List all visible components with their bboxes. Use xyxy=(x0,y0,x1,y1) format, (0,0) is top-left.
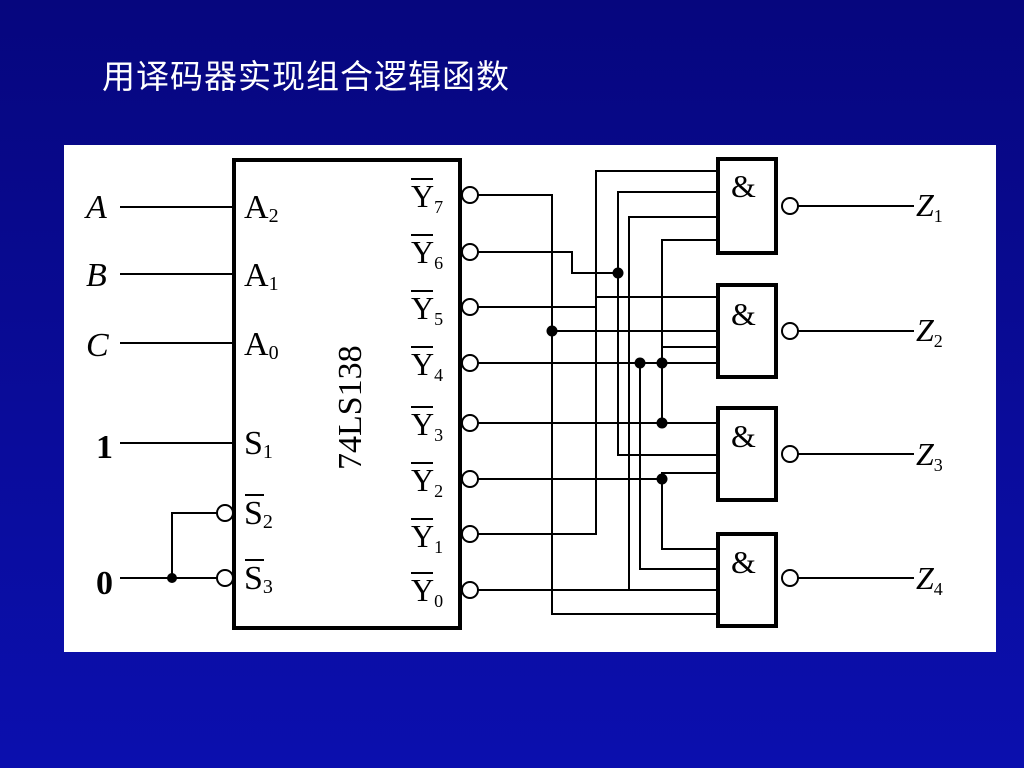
gate-4-symbol: & xyxy=(731,544,756,580)
output-pin-y2: Y2 xyxy=(411,462,443,501)
gate-2-symbol: & xyxy=(731,296,756,332)
junction-dot xyxy=(612,267,624,279)
pin-s3: S3 xyxy=(244,560,273,598)
output-label-z2: Z2 xyxy=(916,312,943,351)
wire-y1 xyxy=(478,170,718,535)
wire-y6-to-gate1 xyxy=(617,191,718,273)
input-label-c: C xyxy=(86,327,109,364)
input-label-zero: 0 xyxy=(96,565,113,602)
pin-a1: A1 xyxy=(244,257,279,295)
y1-bubble xyxy=(461,525,479,543)
output-pin-y7: Y7 xyxy=(411,178,443,217)
junction-dot xyxy=(656,473,668,485)
output-pin-y3: Y3 xyxy=(411,406,443,445)
pin-s2: S2 xyxy=(244,495,273,533)
chip-name: 74LS138 xyxy=(332,345,369,470)
gate-1-symbol: & xyxy=(731,168,756,204)
wire-y0-to-gate1 xyxy=(628,216,718,590)
y0-bubble xyxy=(461,581,479,599)
wire-y4-to-gate4 xyxy=(639,363,718,570)
input-label-a: A xyxy=(84,189,107,226)
nand-gate-1 xyxy=(716,157,778,255)
slide-title: 用译码器实现组合逻辑函数 xyxy=(102,57,510,96)
wire-zero-to-s2 xyxy=(171,512,217,578)
gate-2-output-bubble xyxy=(781,322,799,340)
junction-dot xyxy=(634,357,646,369)
input-label-b: B xyxy=(86,257,107,294)
output-pin-y4: Y4 xyxy=(411,346,443,385)
s2-inversion-bubble xyxy=(216,504,234,522)
wire-y2 xyxy=(478,478,718,550)
junction-dot xyxy=(656,417,668,429)
output-label-z3: Z3 xyxy=(916,436,943,475)
wire-y5 xyxy=(478,296,718,308)
s3-inversion-bubble xyxy=(216,569,234,587)
wire-y4-to-gate1 xyxy=(661,239,718,363)
gate-3-symbol: & xyxy=(731,418,756,454)
decoder-chip-74ls138 xyxy=(232,158,462,630)
output-label-z4: Z4 xyxy=(916,560,943,599)
y7-bubble xyxy=(461,186,479,204)
y5-bubble xyxy=(461,298,479,316)
y2-bubble xyxy=(461,470,479,488)
pin-a0: A0 xyxy=(244,326,279,364)
wire-y7 xyxy=(478,194,718,615)
input-label-one: 1 xyxy=(96,429,113,466)
output-pin-y1: Y1 xyxy=(411,518,443,557)
wire-y2-to-gate3 xyxy=(661,472,718,479)
y6-bubble xyxy=(461,243,479,261)
y3-bubble xyxy=(461,414,479,432)
wire-y3-to-gate2 xyxy=(661,346,718,423)
y4-bubble xyxy=(461,354,479,372)
output-pin-y0: Y0 xyxy=(411,572,443,611)
junction-dot xyxy=(167,573,177,583)
gate-1-output-bubble xyxy=(781,197,799,215)
gate-4-output-bubble xyxy=(781,569,799,587)
nand-gate-4 xyxy=(716,532,778,628)
junction-dot xyxy=(546,325,558,337)
pin-s1: S1 xyxy=(244,425,273,463)
wire-y6-to-gate3 xyxy=(617,273,718,456)
circuit-diagram-panel: A B C 1 0 74LS138 A2 A1 A0 S1 S2 S3 Y7 Y… xyxy=(64,145,996,652)
output-pin-y5: Y5 xyxy=(411,290,443,329)
pin-a2: A2 xyxy=(244,189,279,227)
output-pin-y6: Y6 xyxy=(411,234,443,273)
decoder-circuit-diagram: A B C 1 0 74LS138 A2 A1 A0 S1 S2 S3 Y7 Y… xyxy=(84,157,943,630)
output-label-z1: Z1 xyxy=(916,187,943,226)
gate-3-output-bubble xyxy=(781,445,799,463)
nand-gate-2 xyxy=(716,283,778,379)
